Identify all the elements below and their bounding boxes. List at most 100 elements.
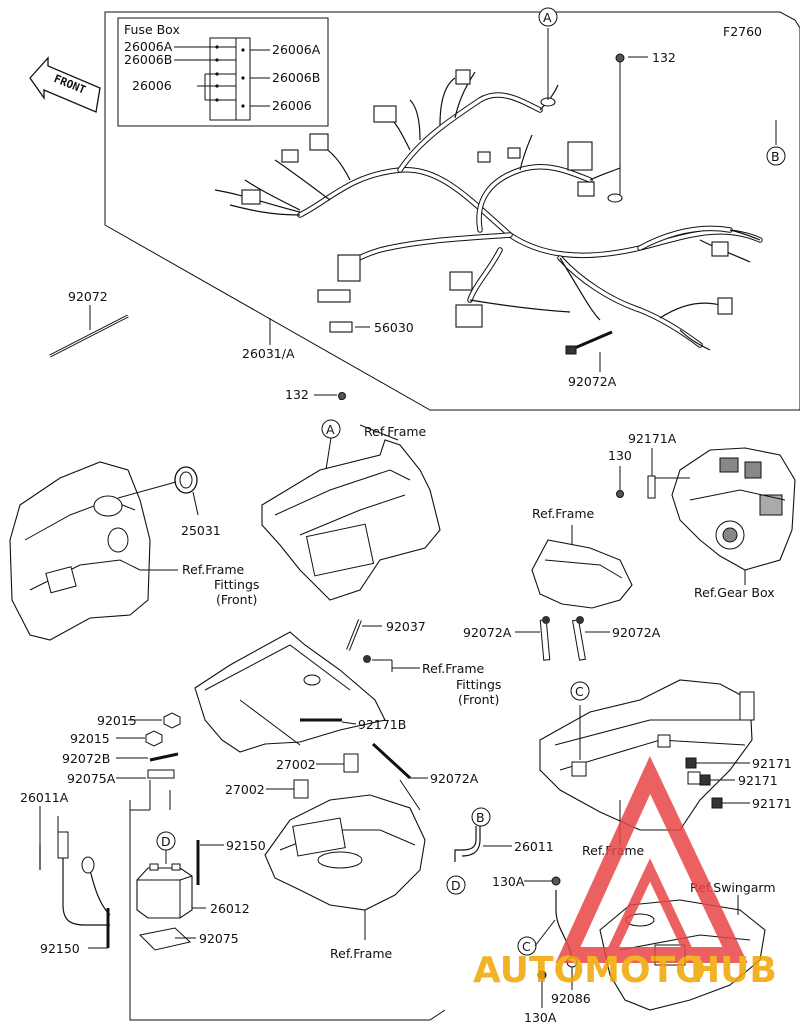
rear-frame bbox=[539, 679, 755, 831]
bolt-icon bbox=[615, 53, 625, 63]
label-92075: 92075 bbox=[199, 931, 239, 946]
callout-c-lower: C bbox=[517, 936, 537, 956]
battery-cable-26011a bbox=[39, 816, 111, 926]
svg-text:B: B bbox=[476, 810, 485, 825]
connector-block bbox=[337, 254, 361, 282]
watermark-text-left: AUTOMOTO bbox=[473, 950, 706, 991]
label-92075a: 92075A bbox=[67, 771, 116, 786]
fuse-box-title: Fuse Box bbox=[124, 22, 180, 37]
label-ref-frame-1: Ref.Frame bbox=[364, 424, 427, 439]
connector-block bbox=[309, 133, 329, 151]
label-92171b: 92171B bbox=[358, 717, 406, 732]
label-92072a-lower: 92072A bbox=[430, 771, 479, 786]
front-arrow-icon: FRONT bbox=[29, 56, 101, 113]
connector-block bbox=[373, 105, 397, 123]
battery-strap-parts bbox=[130, 712, 181, 811]
strap-92037 bbox=[346, 619, 371, 663]
label-130a-1: 130A bbox=[492, 874, 525, 889]
callout-d-battery: D bbox=[156, 831, 176, 851]
svg-text:D: D bbox=[451, 878, 461, 893]
connector-block bbox=[567, 141, 593, 171]
battery-tray-frame bbox=[264, 794, 426, 940]
label-26011a: 26011A bbox=[20, 790, 69, 805]
label-130a-2: 130A bbox=[524, 1010, 557, 1025]
connector-block bbox=[717, 297, 733, 315]
svg-text:A: A bbox=[326, 422, 335, 437]
label-26012: 26012 bbox=[210, 901, 250, 916]
callout-a-mid: A bbox=[321, 419, 341, 439]
callout-b-lower: B bbox=[471, 807, 491, 827]
fuse-left-label: 26006B bbox=[124, 52, 172, 67]
figure-code: F2760 bbox=[723, 24, 762, 39]
connector-block bbox=[507, 147, 521, 159]
top-leaders bbox=[89, 28, 777, 400]
callout-c-right: C bbox=[570, 681, 590, 701]
svg-text:C: C bbox=[522, 939, 531, 954]
label-56030: 56030 bbox=[374, 320, 414, 335]
label-92150-1: 92150 bbox=[226, 838, 266, 853]
fuse-right-label: 26006 bbox=[272, 98, 312, 113]
tie-strap-part bbox=[49, 314, 129, 358]
label-92072a-r: 92072A bbox=[612, 625, 661, 640]
label-27002-1: 27002 bbox=[276, 757, 316, 772]
label-130: 130 bbox=[608, 448, 632, 463]
connector-block bbox=[711, 241, 729, 257]
harness-panel bbox=[104, 11, 800, 411]
label-92086: 92086 bbox=[551, 991, 591, 1006]
label-ref-frame-4: Ref.Frame bbox=[422, 661, 485, 676]
strap-92072a-lower bbox=[371, 742, 412, 780]
cap-part bbox=[117, 466, 199, 516]
label-ref-gear-box: Ref.Gear Box bbox=[694, 585, 775, 600]
label-92171a: 92171A bbox=[628, 431, 677, 446]
label-92037: 92037 bbox=[386, 619, 426, 634]
svg-text:B: B bbox=[771, 149, 780, 164]
connector-block bbox=[477, 151, 491, 163]
label-92171-3: 92171 bbox=[752, 796, 792, 811]
ground-terminal bbox=[607, 193, 623, 203]
connector-block bbox=[281, 149, 299, 163]
main-wiring-harness bbox=[214, 69, 763, 351]
fuse-box-inset: Fuse Box 26006A 26006B 26006 26006A 2600… bbox=[117, 17, 329, 127]
fuse-left-label: 26006A bbox=[124, 39, 173, 54]
label-fittings-4: (Front) bbox=[458, 692, 499, 707]
label-27002-2: 27002 bbox=[225, 782, 265, 797]
fuse-left-label: 26006 bbox=[132, 78, 172, 93]
watermark-logo: AUTOMOTO HUB bbox=[473, 755, 777, 991]
label-25031: 25031 bbox=[181, 523, 221, 538]
label-92072a-l: 92072A bbox=[463, 625, 512, 640]
bolt-icon bbox=[338, 392, 346, 400]
center-frame bbox=[261, 424, 441, 601]
label-92072b: 92072B bbox=[62, 751, 110, 766]
relay-27002 bbox=[343, 753, 359, 773]
battery-pad-92075 bbox=[138, 927, 192, 951]
callout-b-top: B bbox=[766, 146, 786, 166]
label-ref-frame-2: Ref.Frame bbox=[182, 562, 245, 577]
label-fittings-2: (Front) bbox=[216, 592, 257, 607]
label-92171-2: 92171 bbox=[738, 773, 778, 788]
battery-26012 bbox=[136, 850, 193, 919]
label-92150-2: 92150 bbox=[40, 941, 80, 956]
label-92072: 92072 bbox=[68, 289, 108, 304]
label-92171-1: 92171 bbox=[752, 756, 792, 771]
watermark-text-right: HUB bbox=[690, 950, 777, 991]
svg-text:A: A bbox=[543, 10, 552, 25]
label-ref-frame-3: Ref.Frame bbox=[532, 506, 595, 521]
svg-text:D: D bbox=[161, 834, 171, 849]
svg-text:C: C bbox=[575, 684, 584, 699]
battery-panel bbox=[129, 790, 446, 1021]
relay-27002 bbox=[293, 779, 309, 799]
bracket-frame bbox=[531, 525, 633, 661]
label-92015-1: 92015 bbox=[97, 713, 137, 728]
label-fittings-3: Fittings bbox=[456, 677, 501, 692]
gear-box bbox=[671, 447, 796, 585]
label-fittings-1: Fittings bbox=[214, 577, 259, 592]
connector-block bbox=[455, 304, 483, 328]
bolt-icon bbox=[616, 490, 624, 498]
connector-block bbox=[577, 181, 595, 197]
label-92015-2: 92015 bbox=[70, 731, 110, 746]
connector-block bbox=[455, 69, 471, 85]
front-fittings-cover bbox=[9, 461, 151, 641]
clamp-part bbox=[565, 330, 613, 355]
battery-cable-26011 bbox=[454, 826, 481, 862]
